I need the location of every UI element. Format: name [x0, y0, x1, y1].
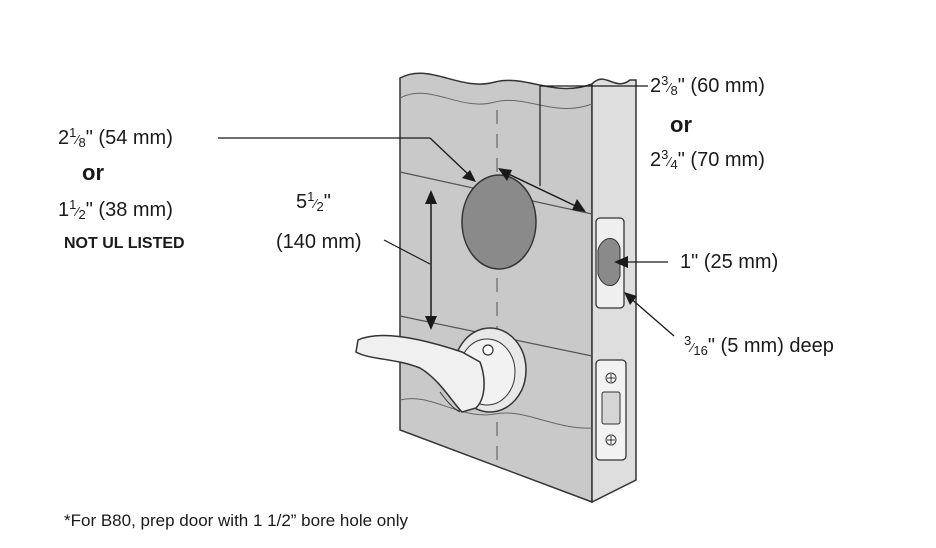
bore-or-label: or — [82, 160, 104, 185]
arrow-height-top — [425, 190, 437, 204]
door-bottom-texture — [399, 398, 593, 429]
arrow-height-bottom — [425, 316, 437, 330]
dimension-backset — [499, 169, 585, 211]
bore-alt-size-label: 11⁄2" (38 mm) — [58, 197, 173, 222]
backset-or-label: or — [670, 112, 692, 137]
latch-faceplate — [595, 359, 627, 461]
depth-label: 3⁄16" (5 mm) deep — [684, 333, 834, 358]
bore-size-label: 21⁄8" (54 mm) — [58, 125, 173, 150]
not-ul-listed-note: NOT UL LISTED — [64, 235, 185, 252]
backset-alt-label: 23⁄4" (70 mm) — [650, 147, 765, 172]
bore-hole — [461, 174, 537, 270]
arrow-edge-bore — [614, 256, 628, 268]
arrow-backset-right — [572, 199, 586, 212]
lever-handle — [355, 327, 527, 413]
door-top-texture — [399, 92, 593, 109]
backset-label: 23⁄8" (60 mm) — [650, 73, 765, 98]
leader-bore-diag — [429, 137, 471, 177]
arrow-depth — [624, 292, 637, 305]
footnote: *For B80, prep door with 1 1/2” bore hol… — [64, 511, 408, 530]
arrow-bore — [462, 170, 476, 182]
height-metric-label: (140 mm) — [276, 231, 362, 253]
edge-bore-label: 1" (25 mm) — [680, 251, 779, 273]
height-label: 51⁄2" — [296, 189, 331, 214]
leader-depth — [627, 295, 675, 337]
leader-height — [383, 239, 431, 265]
arrow-backset-left — [498, 168, 512, 181]
